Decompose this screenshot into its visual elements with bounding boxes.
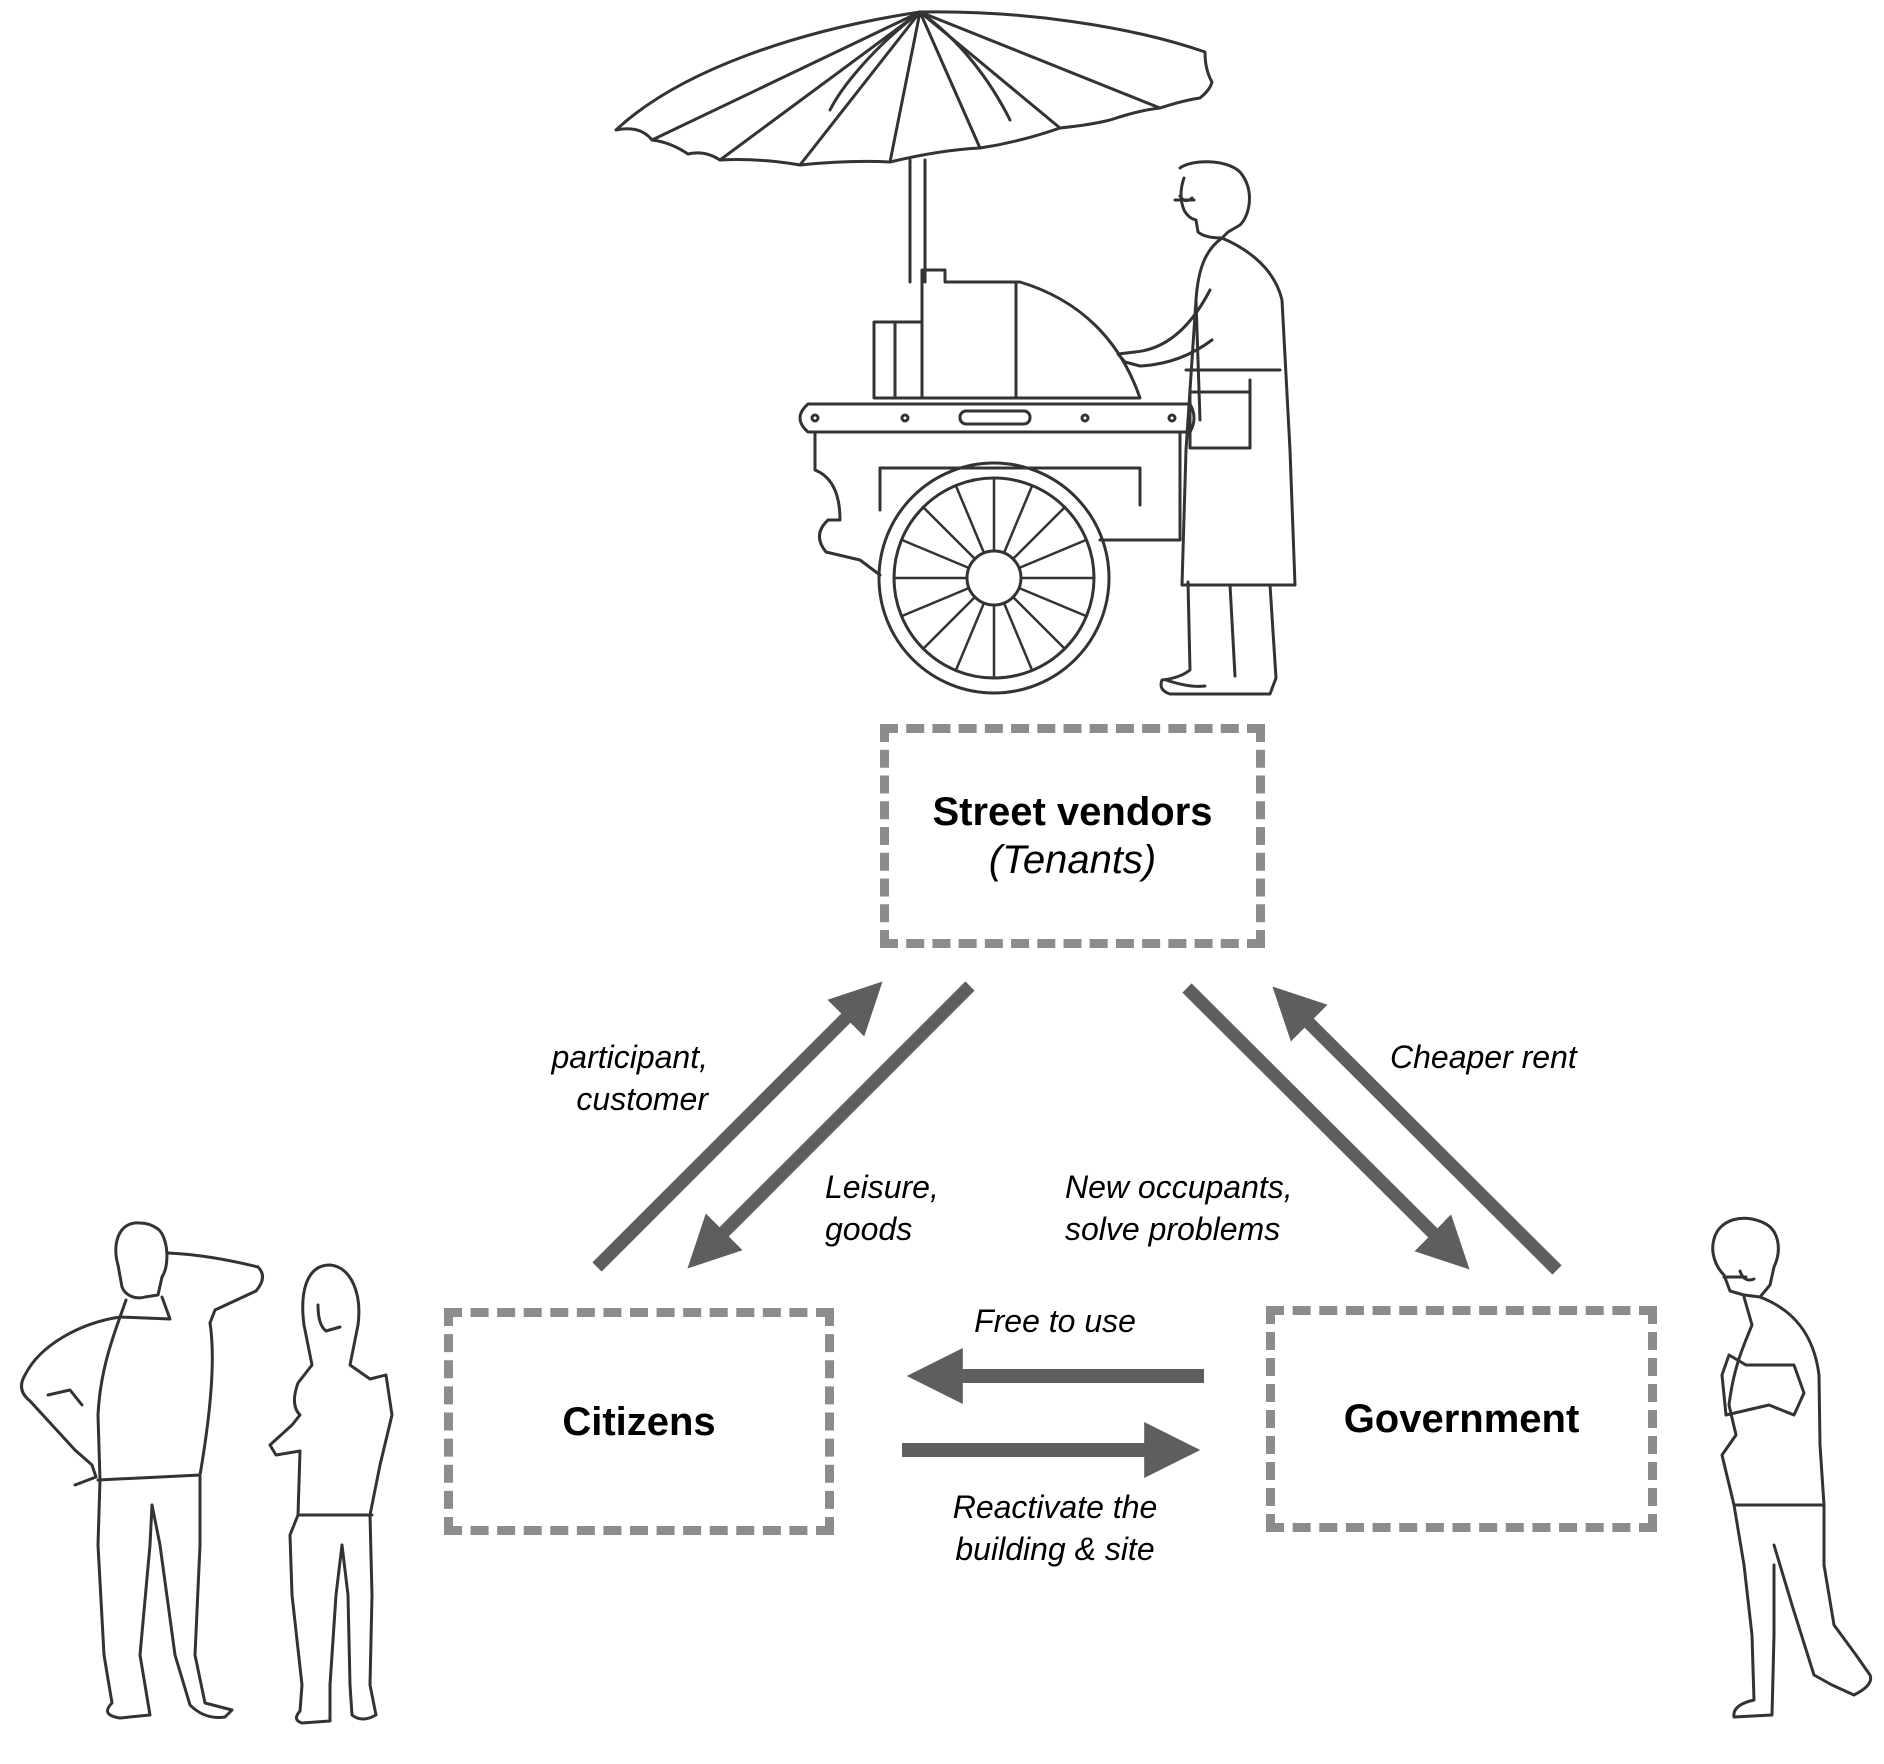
edge-label-line: Cheaper rent [1390, 1039, 1577, 1075]
edge-label-line: New occupants, [1065, 1169, 1293, 1205]
arrow-vendors-to-citizens [687, 981, 975, 1269]
street-vendors-node: Street vendors (Tenants) [880, 724, 1265, 948]
edge-label-government-to-vendors: Cheaper rent [1390, 1036, 1577, 1078]
government-node: Government [1266, 1306, 1657, 1532]
citizens-title: Citizens [562, 1399, 716, 1444]
edge-label-government-to-citizens: Free to use [920, 1300, 1190, 1342]
government-title: Government [1343, 1397, 1580, 1441]
street-vendors-title: Street vendors [932, 790, 1213, 834]
edge-label-line: Reactivate the [952, 1489, 1158, 1525]
edge-label-vendors-to-government: New occupants, solve problems [1065, 1166, 1293, 1250]
edge-label-line: goods [825, 1211, 913, 1247]
edge-label-citizens-to-government: Reactivate the building & site [905, 1486, 1205, 1570]
edge-label-vendors-to-citizens: Leisure, goods [825, 1166, 939, 1250]
street-vendors-subtitle: (Tenants) [988, 838, 1157, 882]
arrow-government-to-vendors [1272, 986, 1562, 1275]
vendor-with-cart-icon [614, 10, 1297, 696]
edge-label-line: Free to use [974, 1303, 1136, 1339]
edge-label-line: Leisure, [825, 1169, 939, 1205]
arrow-vendors-to-government [1182, 983, 1470, 1270]
edge-label-line: customer [576, 1081, 708, 1117]
government-official-icon [1711, 1216, 1873, 1719]
citizens-couple-icon [19, 1221, 394, 1725]
citizens-node: Citizens [444, 1308, 834, 1535]
arrow-citizens-to-vendors [592, 981, 883, 1272]
edge-label-line: solve problems [1065, 1211, 1281, 1247]
edge-label-line: participant, [551, 1039, 708, 1075]
edge-label-line: building & site [955, 1531, 1155, 1567]
edge-label-citizens-to-vendors: participant, customer [500, 1036, 708, 1120]
